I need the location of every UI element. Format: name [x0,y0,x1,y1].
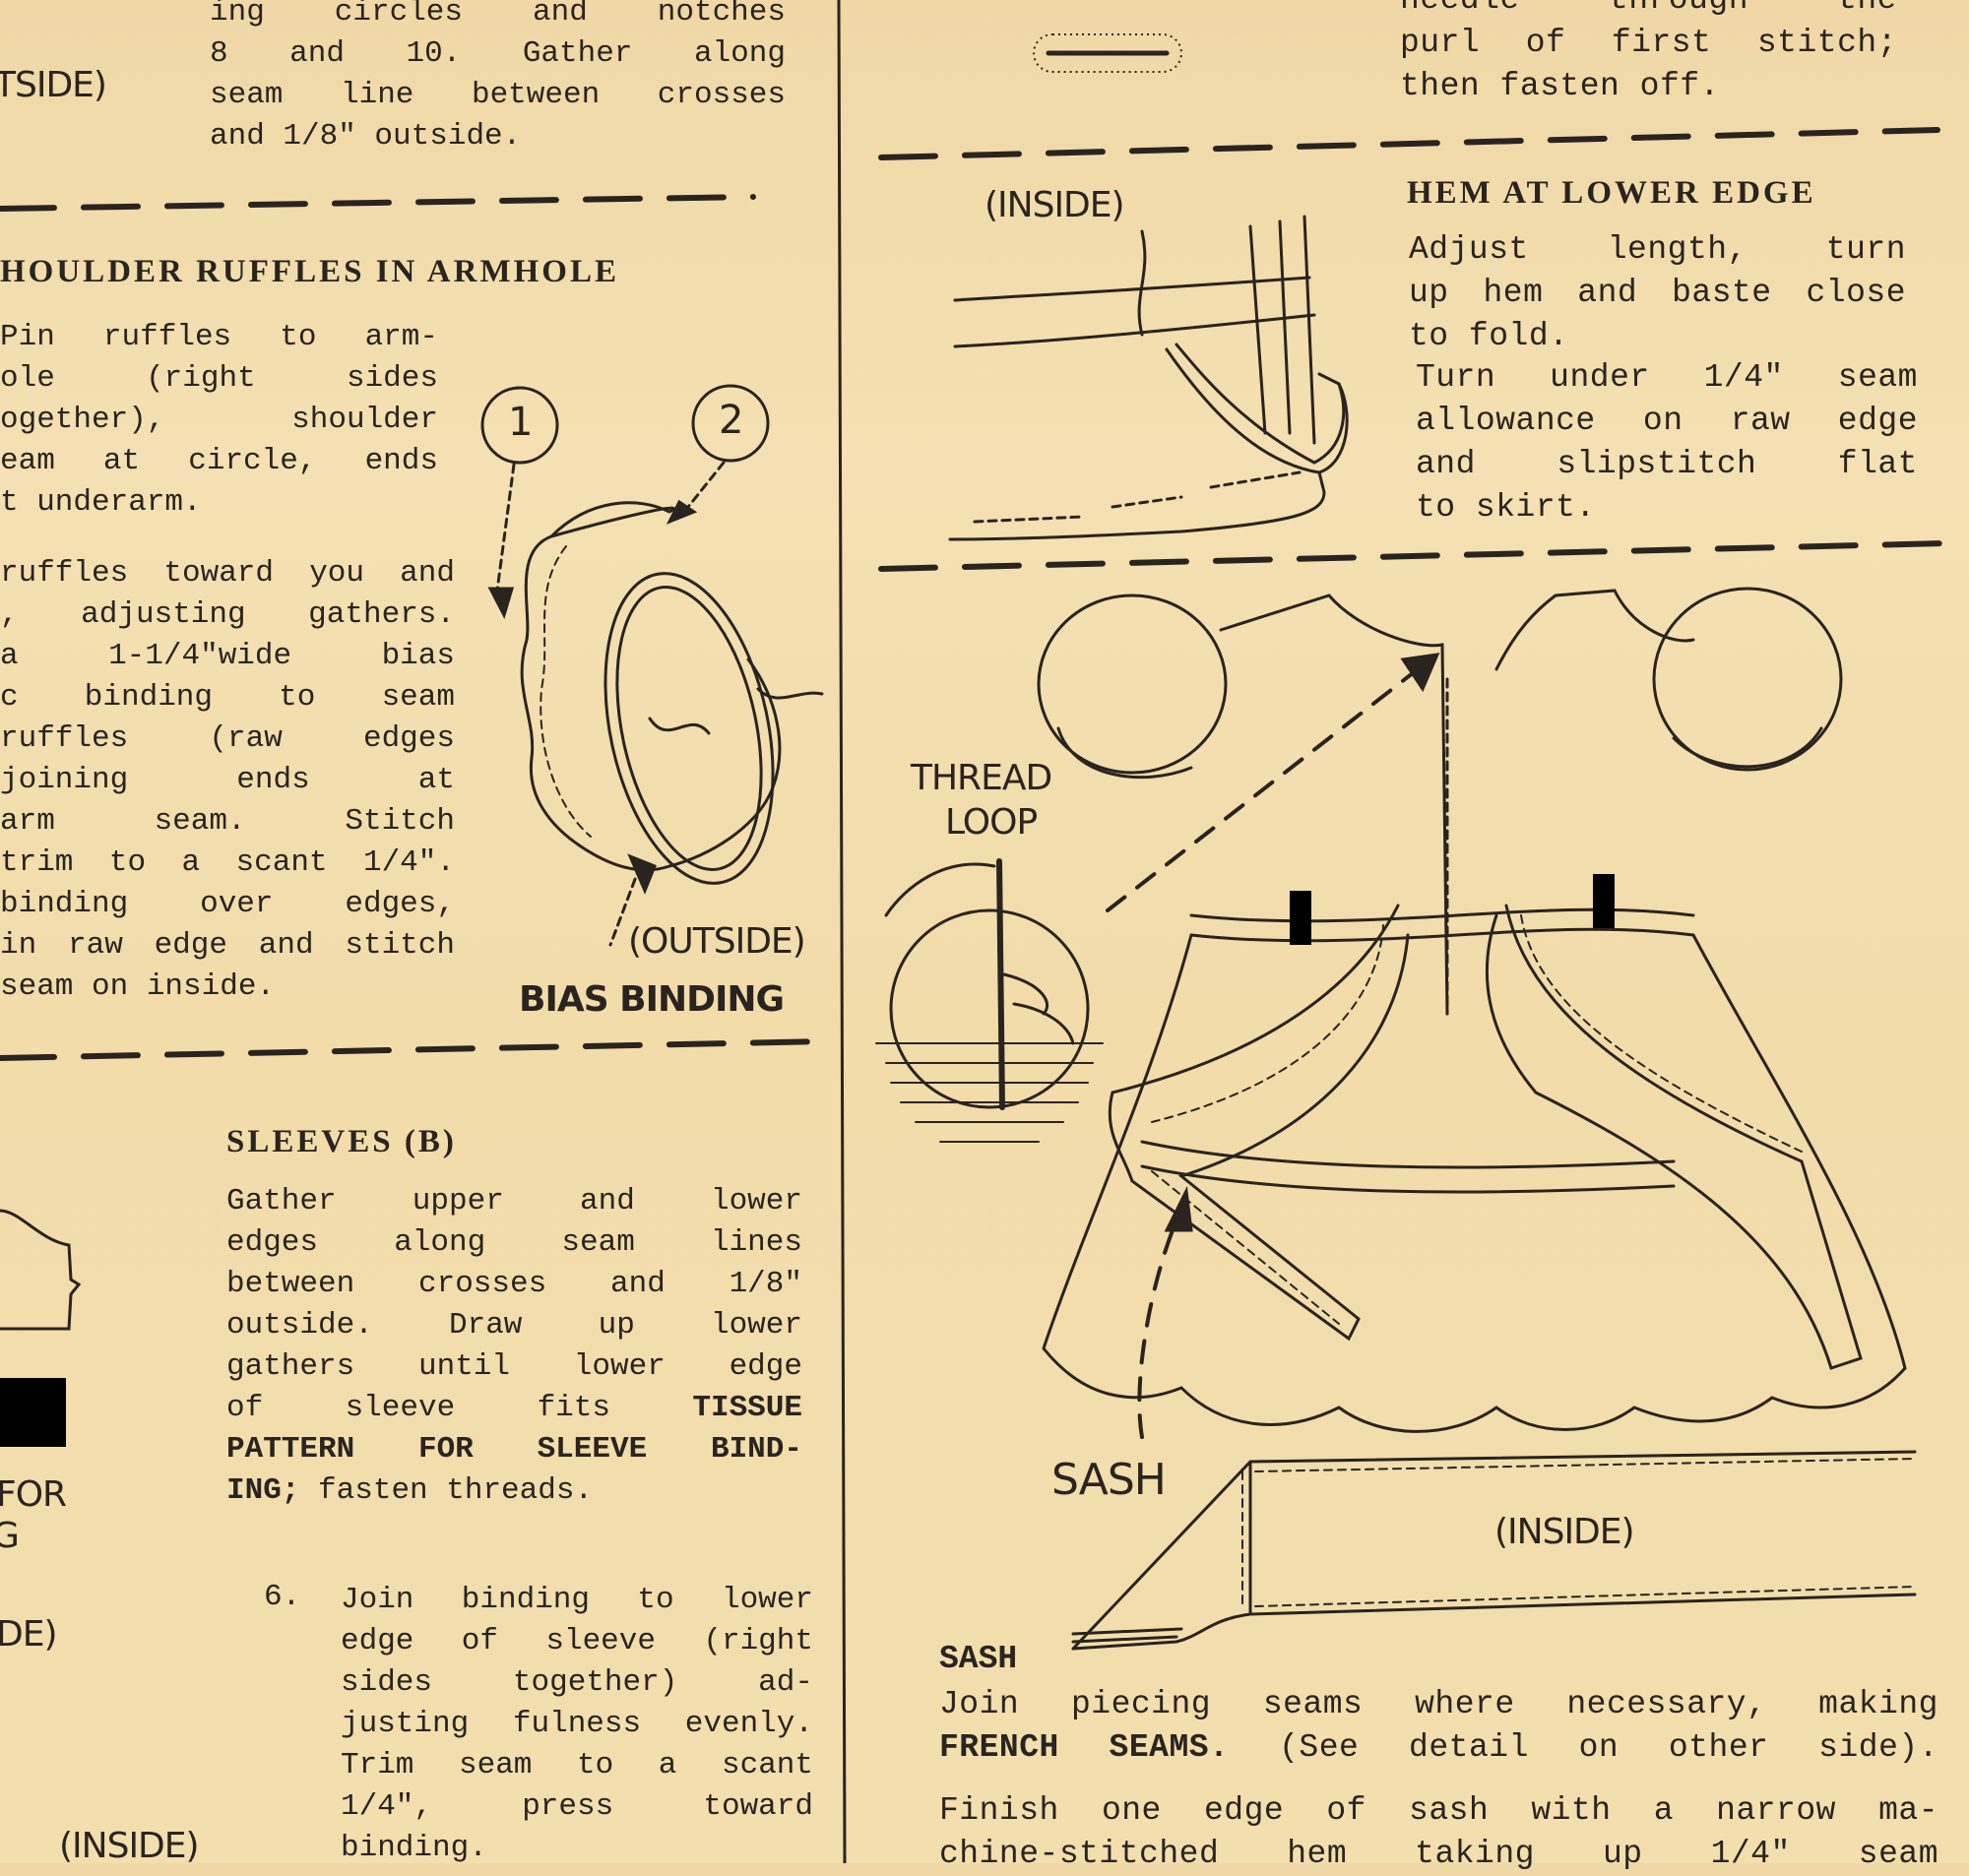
hem-paragraph-2: Turn under 1/4" seam allowance on raw edg… [1416,356,1918,530]
text-line: joining ends at [0,763,455,797]
sash-heading: SASH [939,1641,1018,1677]
text-line: FRENCH SEAMS. (See detail on other side)… [939,1726,1938,1770]
text-line: Join piecing seams where necessary, maki… [939,1686,1938,1722]
buttonhole-stitch-icon [1033,33,1182,73]
text-line: c binding to seam [0,680,455,715]
text-line: purl of first stitch; [1400,25,1897,61]
text-line: edge of sleeve (right [341,1624,813,1658]
separator-dashed [0,1038,830,1061]
inside-label: (INSIDE) [59,1826,200,1866]
text-line: between crosses and 1/8" [226,1267,802,1301]
text-line: ogether), shoulder [0,403,438,437]
text-line: ruffles (raw edges [0,721,455,756]
step-number: 6. [264,1580,301,1614]
outside-label: TSIDE) [0,65,107,105]
text-line: PATTERN FOR SLEEVE BIND- [226,1432,802,1467]
sleeves-heading: SLEEVES (B) [226,1124,457,1159]
text-line: and slipstitch flat [1416,446,1918,482]
hem-heading: HEM AT LOWER EDGE [1407,175,1816,211]
callout-1: 1 [508,400,533,445]
text-line: 1/4", press toward [341,1789,813,1824]
column-divider [837,0,847,1863]
ruffles-heading: HOULDER RUFFLES IN ARMHOLE [0,254,619,289]
text-line: Trim seam to a scant [341,1748,813,1782]
inside-label: (INSIDE) [1494,1512,1635,1552]
text-line: sides together) ad- [341,1665,813,1700]
text-line: Pin ruffles to arm- [0,320,438,354]
gather-instructions: ing circles and notches 8 and 10. Gather … [210,0,786,157]
text-line: trim to a scant 1/4". [0,845,455,880]
ruffle-armhole-diagram [480,384,824,947]
separator-dashed [878,127,1940,160]
text-line: arm seam. Stitch [0,804,455,839]
partial-label: FOR [0,1474,67,1515]
text-line: in raw edge and stitch [0,928,455,963]
loop-label: LOOP [945,802,1038,843]
sleeve-pattern-partial [0,1209,82,1447]
text-line: to skirt. [1416,489,1596,526]
text-line: eam at circle, ends [0,444,438,478]
text-line: , adjusting gathers. [0,597,455,632]
text-line: ole (right sides [0,361,438,396]
text-line: seam line between crosses [210,78,786,112]
text-line: ruffles toward you and [0,556,455,591]
separator-dashed [0,194,756,212]
text-line: and 1/8" outside. [210,119,522,154]
text-line: of sleeve fits TISSUE [226,1388,802,1429]
separator-dashed [878,540,1947,572]
text-segment: fasten threads. [318,1473,594,1508]
text-line: allowance on raw edge [1416,403,1918,439]
sash-diagram [1071,1450,1917,1651]
inside-label: (INSIDE) [984,185,1125,225]
thread-label: THREAD [911,758,1052,798]
text-line: Join binding to lower [341,1583,813,1617]
hem-diagram [948,215,1349,541]
text-line: gathers until lower edge [226,1349,802,1384]
text-line: ING; fasten threads. [226,1470,802,1512]
outside-label: (OUTSIDE) [628,921,806,962]
bold-text: FRENCH SEAMS. [939,1729,1230,1766]
text-line: Adjust length, turn [1409,231,1906,268]
text-line: to fold. [1409,318,1569,354]
thread-loop-instructions: needle through the purl of first stitch; t… [1400,0,1897,108]
text-segment: of sleeve fits [226,1391,610,1425]
sash-label: SASH [1051,1455,1167,1505]
text-line: needle through the [1400,0,1897,22]
bias-binding-label: BIAS BINDING [519,979,785,1020]
ruffles-paragraph-1: Pin ruffles to arm-ole (right sides ogeth… [0,317,438,524]
text-line: justing fulness evenly. [341,1707,813,1741]
text-line: Turn under 1/4" seam [1416,359,1918,396]
text-line: a 1-1/4"wide bias [0,639,455,673]
partial-label: DE) [0,1614,58,1655]
text-segment: (See detail on other side). [1279,1729,1938,1766]
text-line: 8 and 10. Gather along [210,36,786,71]
text-line: chine-stitched hem taking up 1/4" seam [939,1836,1938,1872]
callout-2: 2 [719,398,743,443]
text-line: binding. [341,1831,487,1865]
text-line: Gather upper and lower [226,1184,802,1219]
ruffles-paragraph-2: ruffles toward you and , adjusting gather… [0,553,455,1008]
text-line: outside. Draw up lower [226,1308,802,1343]
text-line: up hem and baste close [1409,275,1906,311]
text-line: then fasten off. [1400,68,1720,104]
text-line: Finish one edge of sash with a narrow ma… [939,1792,1938,1829]
text-line: binding over edges, [0,887,455,921]
hem-paragraph-1: Adjust length, turn up hem and baste clos… [1409,228,1906,358]
step-6-paragraph: Join binding to lower edge of sleeve (rig… [341,1580,813,1869]
bold-text: TISSUE [692,1391,802,1425]
dress-sash-diagram [1037,587,1907,1439]
thread-loop-diagram [875,858,1104,1143]
bold-text: ING; [226,1473,300,1508]
text-line: edges along seam lines [226,1225,802,1260]
text-line: seam on inside. [0,969,276,1004]
partial-label: G [0,1516,20,1556]
text-line: t underarm. [0,485,202,520]
text-line: ing circles and notches [210,0,786,30]
sleeves-paragraph: Gather upper and lower edges along seam … [226,1181,802,1512]
sash-paragraph: Join piecing seams where necessary, maki… [939,1683,1938,1876]
